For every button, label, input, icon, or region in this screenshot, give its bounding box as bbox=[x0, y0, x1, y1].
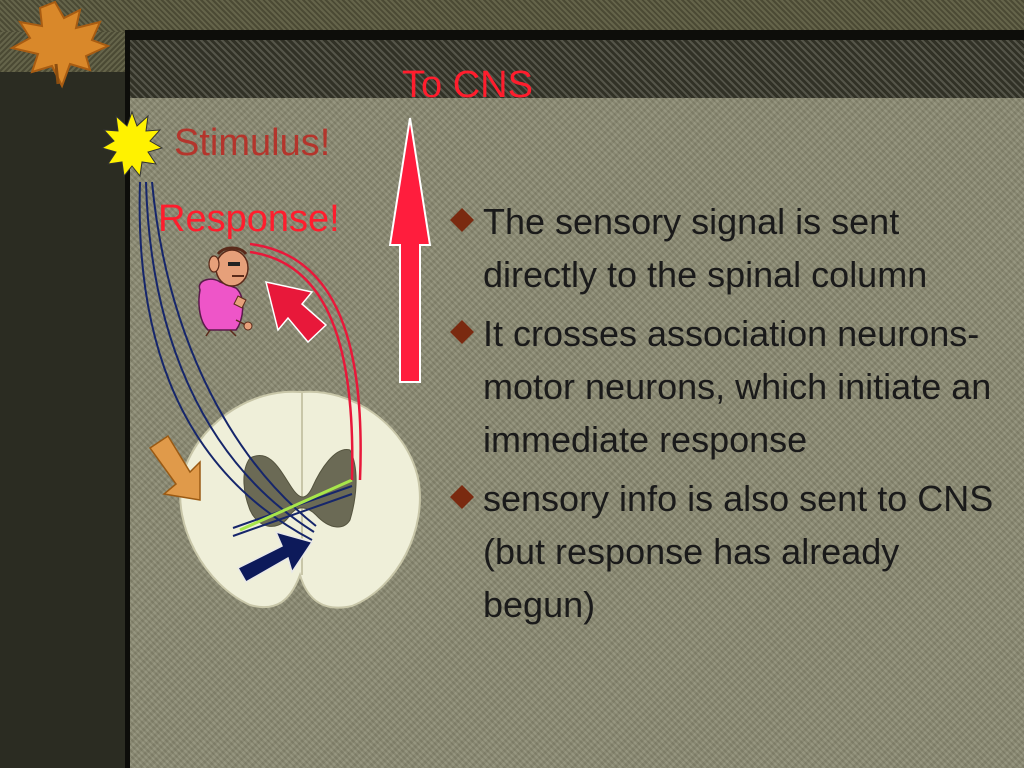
bullet-item: The sensory signal is sent directly to t… bbox=[445, 195, 1020, 301]
bullet-text: It crosses association neurons-motor neu… bbox=[483, 313, 992, 460]
response-label: Response! bbox=[158, 198, 340, 240]
bullet-list: The sensory signal is sent directly to t… bbox=[445, 195, 1020, 637]
slide-title-band bbox=[130, 40, 1024, 98]
left-column bbox=[0, 72, 125, 768]
maple-leaf-icon bbox=[9, 0, 111, 89]
sun-burst-icon bbox=[100, 110, 164, 178]
to-cns-arrow-icon bbox=[388, 117, 432, 383]
stimulus-label: Stimulus! bbox=[174, 122, 331, 164]
diamond-bullet-icon bbox=[450, 320, 474, 344]
motor-signal-arrow-icon bbox=[236, 530, 314, 584]
bullet-item: sensory info is also sent to CNS (but re… bbox=[445, 472, 1020, 631]
stimulus-arrow-icon bbox=[148, 434, 201, 501]
diamond-bullet-icon bbox=[450, 485, 474, 509]
motor-nerve bbox=[249, 242, 362, 481]
bullet-text: The sensory signal is sent directly to t… bbox=[483, 201, 928, 295]
association-neuron bbox=[239, 478, 353, 532]
bullet-item: It crosses association neurons-motor neu… bbox=[445, 307, 1020, 466]
diamond-bullet-icon bbox=[450, 208, 474, 232]
spinal-cord-section bbox=[179, 390, 421, 609]
bullet-text: sensory info is also sent to CNS (but re… bbox=[483, 478, 994, 625]
response-arrow-icon bbox=[264, 281, 328, 344]
top-decor-band bbox=[0, 0, 1024, 32]
sensory-nerve bbox=[138, 181, 353, 541]
person-clipart bbox=[198, 246, 253, 337]
to-cns-label: To CNS bbox=[402, 64, 533, 106]
